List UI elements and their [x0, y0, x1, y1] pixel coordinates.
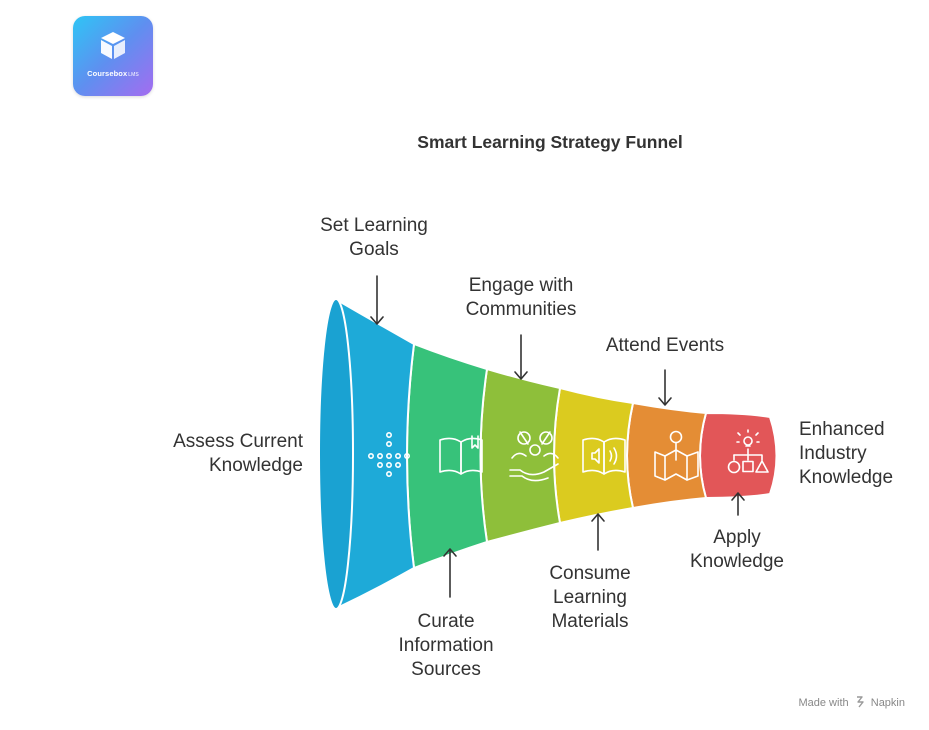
label-engage-with-communities: Engage with Communities — [465, 275, 577, 320]
footer-brand: Napkin — [870, 697, 905, 709]
label-attend-events: Attend Events — [605, 335, 725, 356]
open-book-icon — [439, 435, 483, 475]
arrow-consume-materials — [591, 513, 605, 551]
label-apply-knowledge: Apply Knowledge — [689, 527, 785, 572]
arrow-engage-communities — [514, 334, 528, 380]
napkin-icon — [856, 696, 864, 708]
arrow-apply-knowledge — [731, 492, 745, 516]
map-pin-icon — [654, 430, 699, 481]
community-hands-icon — [509, 431, 559, 482]
funnel-opening — [318, 298, 354, 610]
idea-shapes-icon — [727, 429, 769, 474]
arrow-curate-sources — [443, 548, 457, 598]
footer-prefix: Made with — [798, 697, 849, 709]
dots-funnel-icon — [367, 431, 410, 477]
audio-book-icon — [582, 437, 626, 475]
label-assess-current-knowledge: Assess Current Knowledge — [173, 431, 303, 476]
label-set-learning-goals: Set Learning Goals — [320, 215, 428, 260]
diagram-title: Smart Learning Strategy Funnel — [417, 132, 683, 152]
label-curate-information-sources: Curate Information Sources — [398, 611, 494, 680]
arrow-set-goals — [370, 275, 384, 325]
funnel-segment-consume-materials — [553, 386, 635, 525]
funnel-segment-curate-sources — [406, 342, 489, 570]
made-with-napkin-footer: Made with Napkin — [798, 696, 905, 709]
arrow-attend-events — [658, 369, 672, 406]
funnel-segment-engage-communities — [479, 367, 562, 544]
label-enhanced-industry-knowledge: Enhanced Industry Knowledge — [799, 419, 894, 488]
label-consume-learning-materials: Consume Learning Materials — [549, 563, 631, 632]
logo-wordmark: CourseboxLMS — [87, 69, 139, 78]
cube-icon — [101, 32, 125, 59]
coursebox-logo: CourseboxLMS — [73, 16, 153, 96]
